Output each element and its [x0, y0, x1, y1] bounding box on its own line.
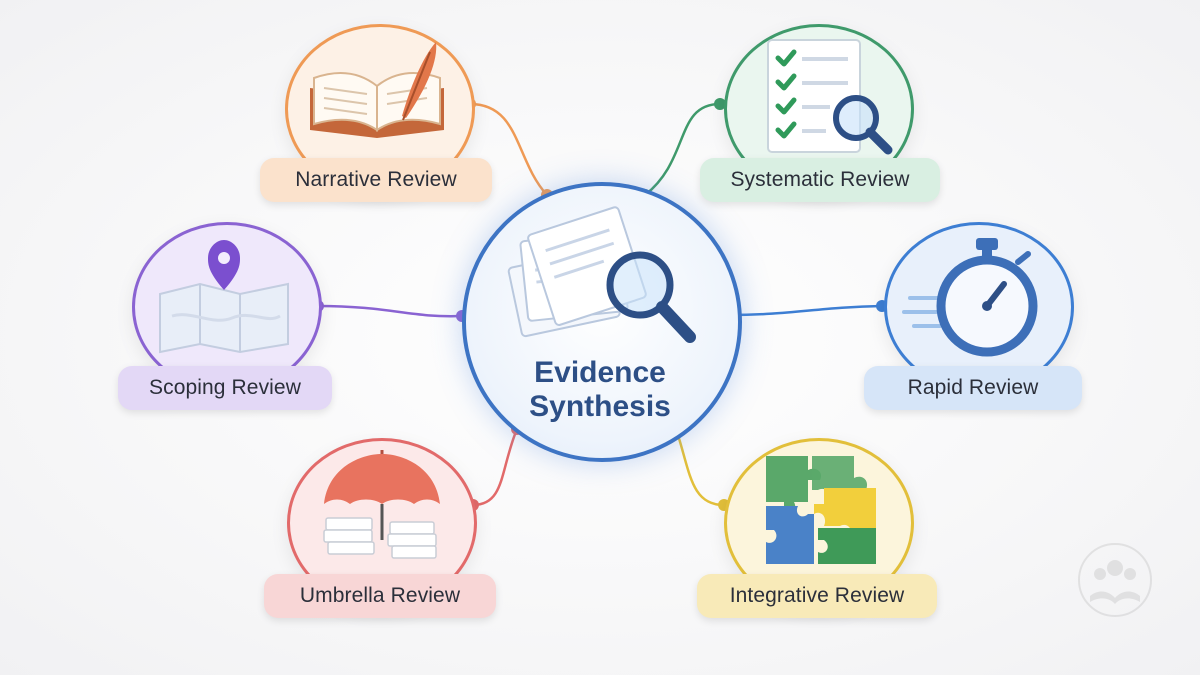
connector-systematic — [644, 102, 721, 196]
umbrella-label[interactable]: Umbrella Review — [264, 574, 496, 618]
center-title-line2: Synthesis — [529, 390, 671, 423]
map-pin-icon — [159, 240, 289, 354]
systematic-label[interactable]: Systematic Review — [700, 158, 940, 202]
connector-narrative — [469, 102, 548, 196]
connector-rapid — [729, 304, 883, 317]
narrative-label[interactable]: Narrative Review — [260, 158, 492, 202]
documents-magnifier-icon — [507, 206, 696, 343]
checklist-magnifier-icon — [767, 39, 893, 155]
integrative-label[interactable]: Integrative Review — [697, 574, 937, 618]
center-title-line1: Evidence — [534, 356, 666, 389]
connector-scoping — [317, 304, 463, 318]
connector-integrative — [674, 428, 725, 507]
connector-umbrella — [472, 428, 519, 507]
puzzle-icon — [766, 456, 876, 564]
stopwatch-icon — [902, 238, 1038, 357]
rapid-label[interactable]: Rapid Review — [864, 366, 1082, 410]
watermark-logo-icon — [1078, 543, 1152, 617]
umbrella-icon — [323, 450, 440, 559]
scoping-label[interactable]: Scoping Review — [118, 366, 332, 410]
center-title: Evidence Synthesis — [480, 356, 720, 424]
book-quill-icon — [310, 42, 444, 138]
connector-dot-systematic-outer — [714, 98, 726, 110]
